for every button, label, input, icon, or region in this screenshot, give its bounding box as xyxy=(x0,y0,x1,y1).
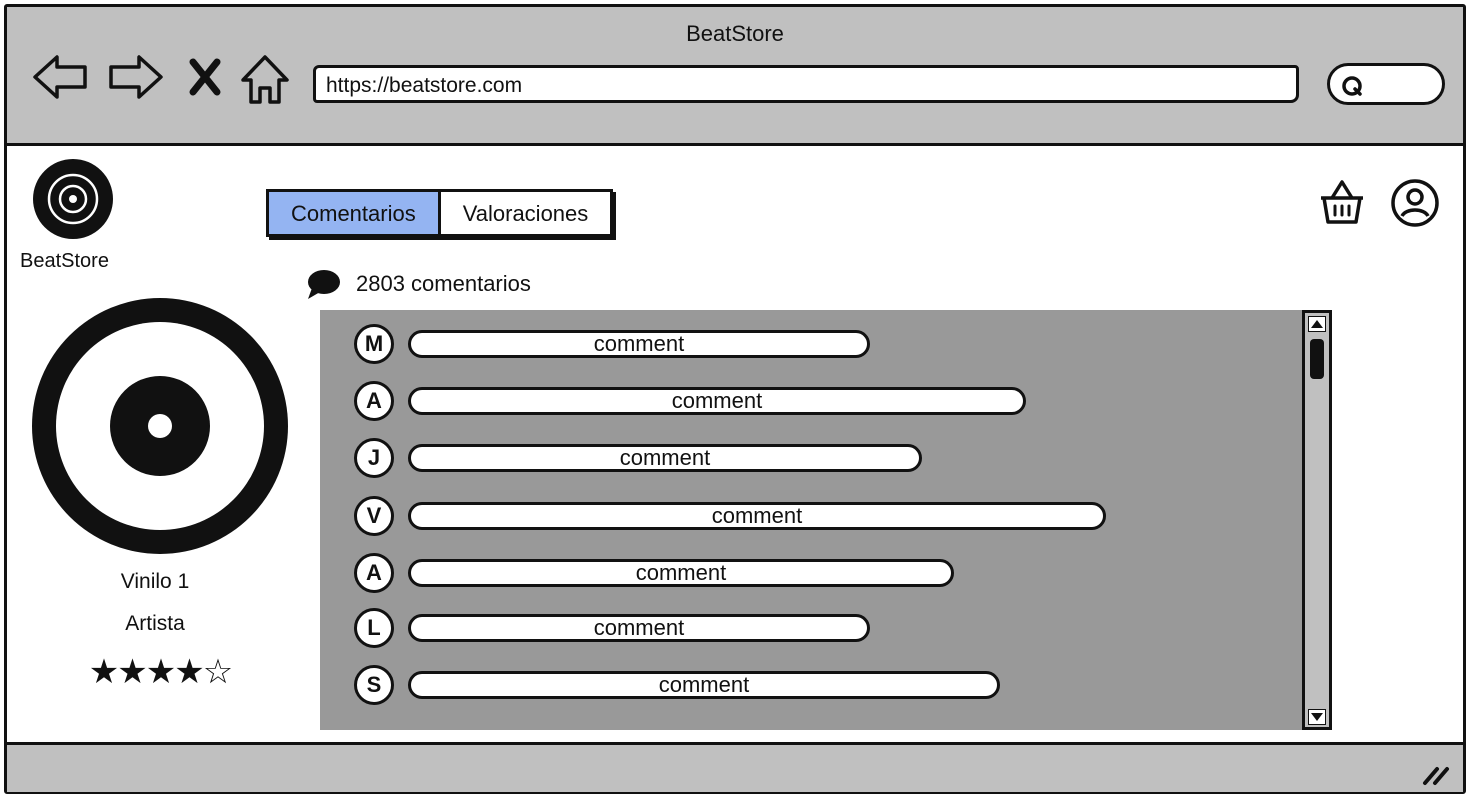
comment-text: comment xyxy=(408,387,1026,415)
comment-row: A comment xyxy=(354,549,954,597)
back-arrow-icon[interactable] xyxy=(31,52,91,107)
brand-name: BeatStore xyxy=(20,250,109,272)
brand-logo-icon[interactable] xyxy=(32,158,114,245)
basket-icon[interactable] xyxy=(1318,178,1366,233)
forward-arrow-icon[interactable] xyxy=(105,52,165,107)
search-icon xyxy=(1342,76,1362,96)
status-bar xyxy=(7,742,1463,792)
tab-valoraciones[interactable]: Valoraciones xyxy=(462,201,589,226)
comment-row: A comment xyxy=(354,377,1026,425)
comment-row: S comment xyxy=(354,661,1000,709)
album-title: Vinilo 1 xyxy=(120,570,190,593)
album-rating: ★★★★☆ xyxy=(88,652,233,692)
comments-scrollbar[interactable] xyxy=(1302,310,1332,730)
album-art-icon xyxy=(30,296,290,561)
browser-chrome: BeatStore https://beatstore.com xyxy=(7,7,1463,146)
comment-text: comment xyxy=(408,671,1000,699)
scroll-down-icon[interactable] xyxy=(1308,709,1326,725)
user-avatar-icon[interactable] xyxy=(1390,178,1440,233)
tab-bar: Comentarios Valoraciones xyxy=(266,189,614,237)
comment-avatar: V xyxy=(354,496,394,536)
window-title: BeatStore xyxy=(686,21,784,46)
comment-text: comment xyxy=(408,330,870,358)
comment-avatar: L xyxy=(354,608,394,648)
comment-avatar: A xyxy=(354,381,394,421)
comment-text: comment xyxy=(408,559,954,587)
stop-icon[interactable] xyxy=(185,52,225,107)
url-bar[interactable]: https://beatstore.com xyxy=(313,65,1299,103)
comment-row: M comment xyxy=(354,320,870,368)
browser-search-box[interactable] xyxy=(1327,63,1445,105)
scroll-up-icon[interactable] xyxy=(1308,316,1326,332)
comment-avatar: A xyxy=(354,553,394,593)
home-icon[interactable] xyxy=(237,52,293,113)
comment-text: comment xyxy=(408,444,922,472)
comment-row: J comment xyxy=(354,434,922,482)
comment-text: comment xyxy=(408,614,870,642)
comment-avatar: S xyxy=(354,665,394,705)
album-artist: Artista xyxy=(125,612,185,635)
comment-count-label: 2803 comentarios xyxy=(356,271,531,296)
scroll-thumb[interactable] xyxy=(1310,339,1324,379)
resize-grip-icon[interactable] xyxy=(1421,763,1451,787)
comment-avatar: M xyxy=(354,324,394,364)
speech-bubble-icon xyxy=(308,270,340,299)
comment-count: 2803 comentarios xyxy=(306,268,531,300)
comment-avatar: J xyxy=(354,438,394,478)
comment-text: comment xyxy=(408,502,1106,530)
comment-row: L comment xyxy=(354,604,870,652)
comment-row: V comment xyxy=(354,492,1106,540)
tab-comentarios[interactable]: Comentarios xyxy=(269,192,441,234)
comments-list: M comment A comment J comment V comment … xyxy=(320,310,1304,730)
